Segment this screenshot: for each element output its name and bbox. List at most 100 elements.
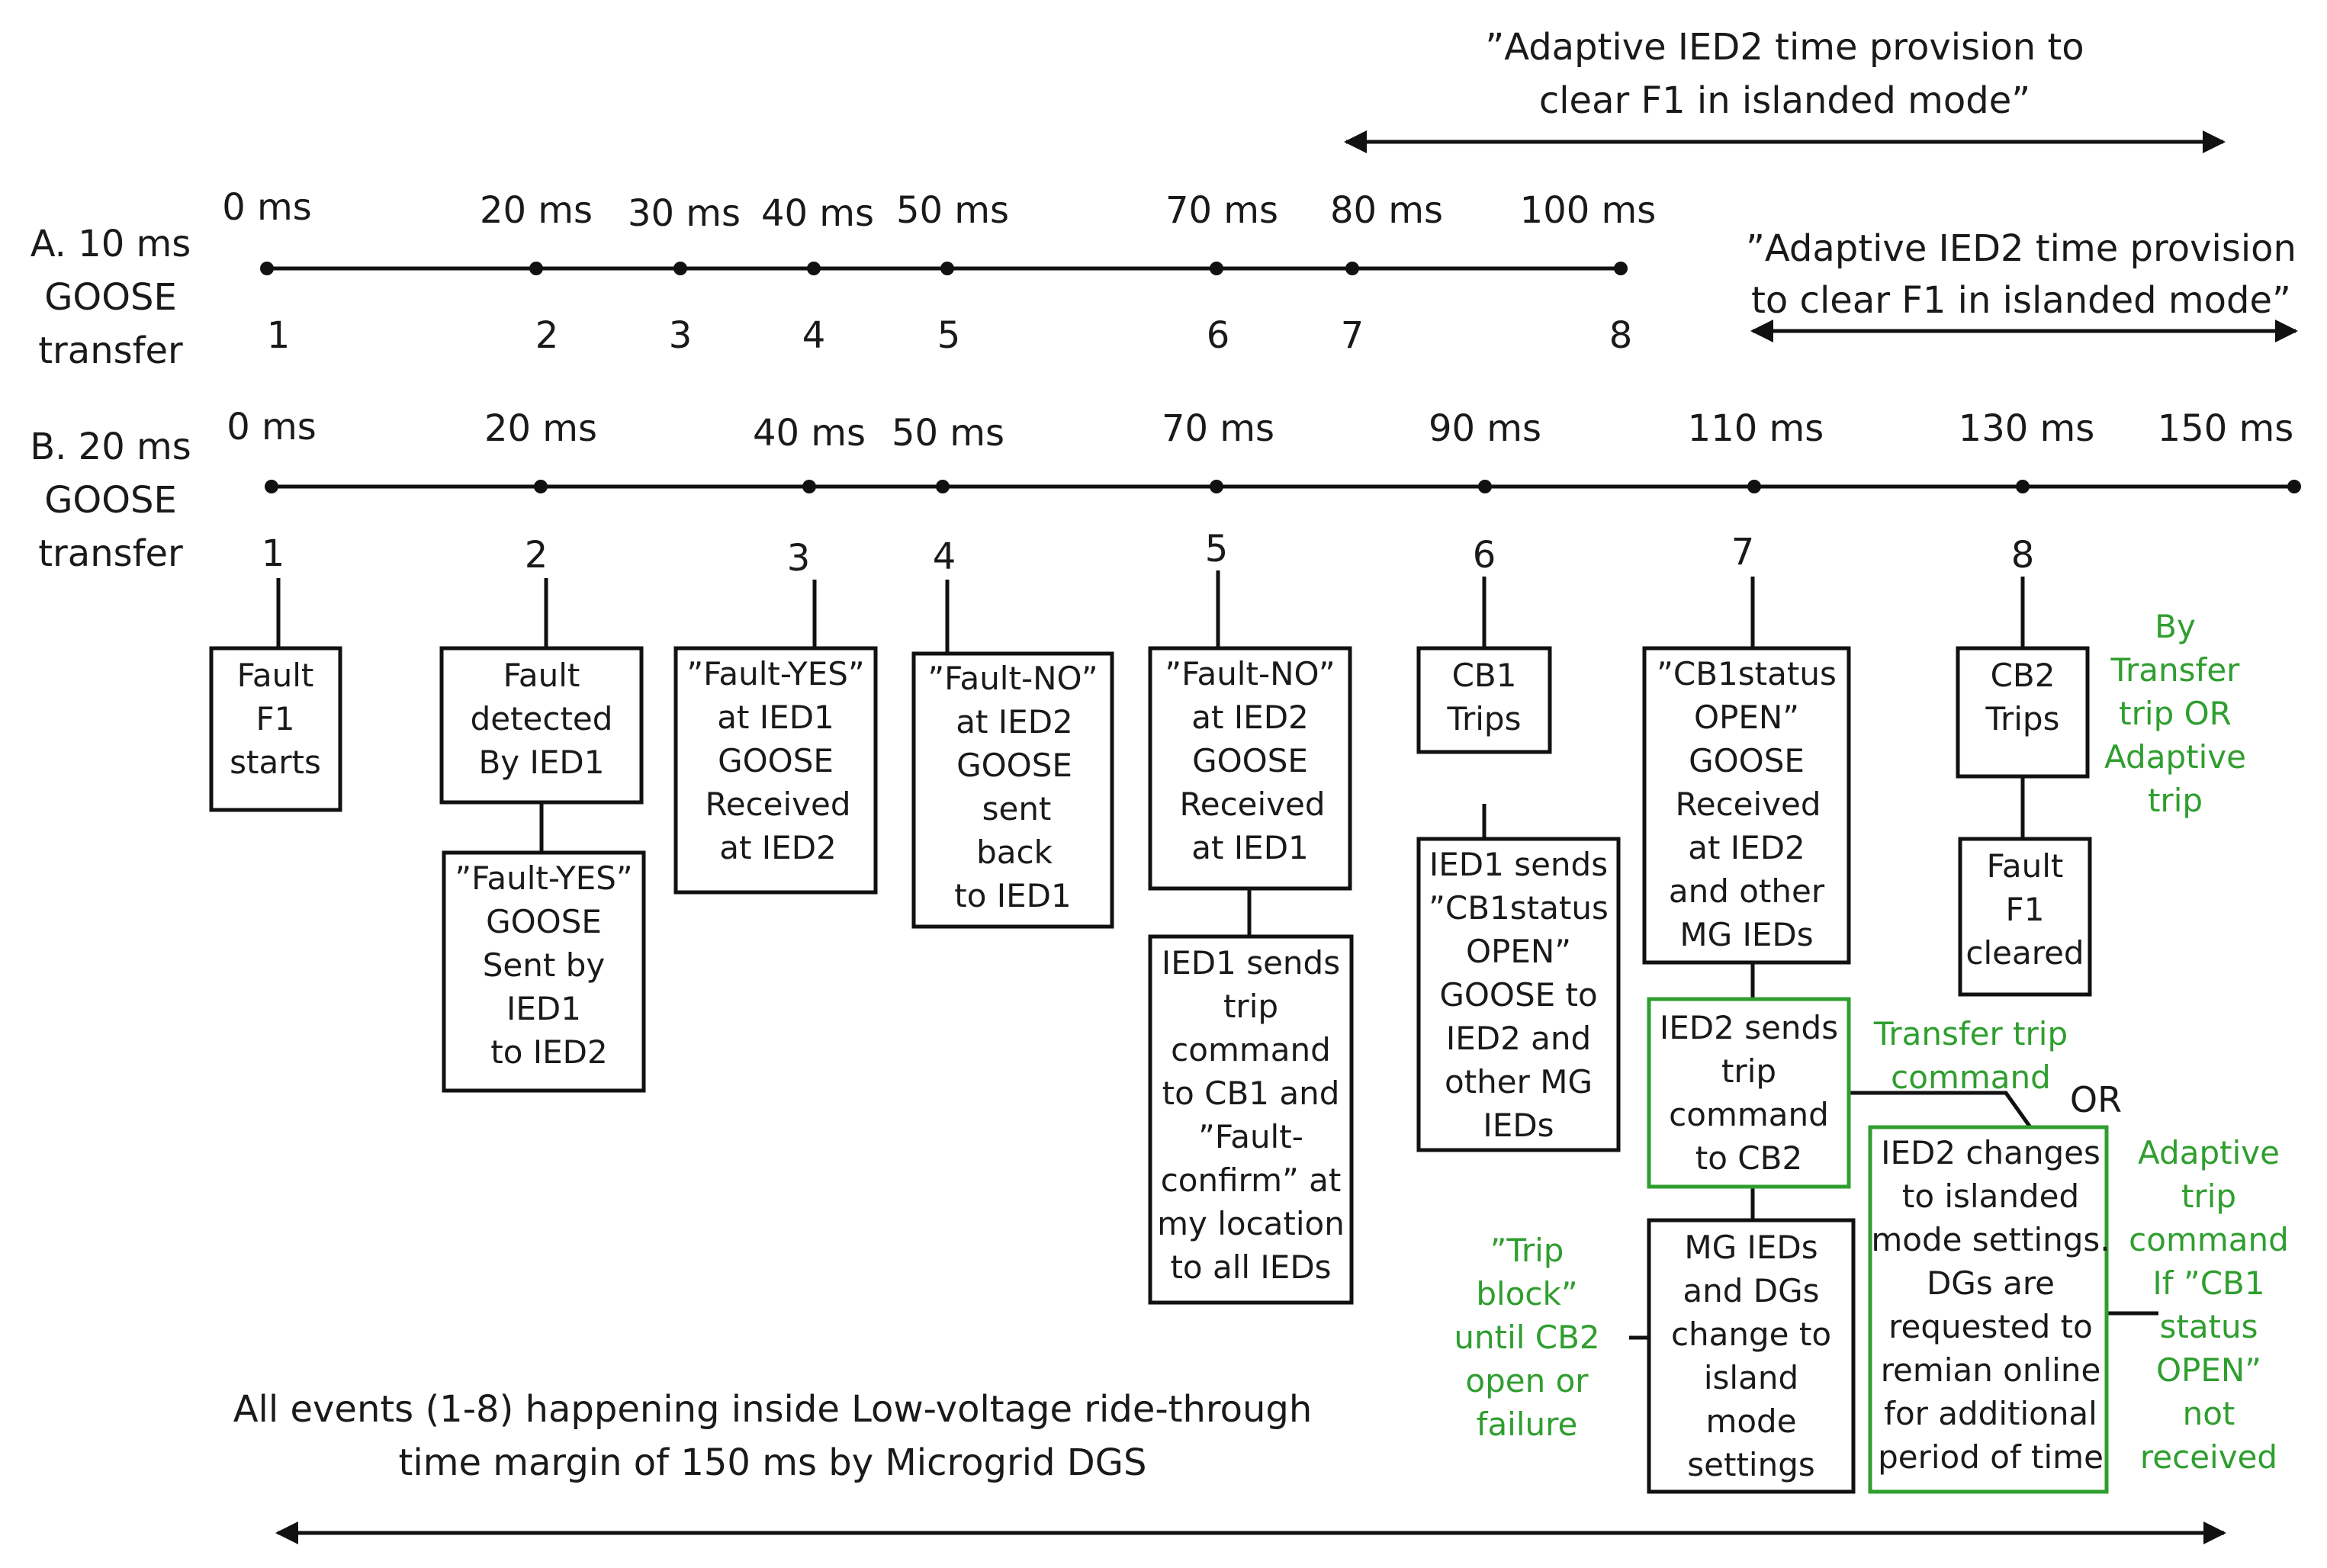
timeline-a-event: 4	[802, 314, 826, 357]
timeline-b-label-line-2: GOOSE	[44, 479, 177, 522]
note-line: By	[2155, 608, 2196, 645]
box-text-line: remian online	[1881, 1351, 2101, 1389]
note-line: status	[2159, 1308, 2258, 1345]
timeline-a-event: 6	[1207, 314, 1230, 357]
timeline-b-points	[265, 480, 2301, 493]
box-text-line: to IED2	[490, 1033, 608, 1071]
box-text-line: sent	[982, 790, 1052, 827]
note-line: ”Trip	[1490, 1232, 1564, 1269]
timeline-b-time: 130 ms	[1959, 407, 2095, 450]
box-text-line: Trips	[1985, 700, 2060, 737]
timeline-b-time: 90 ms	[1429, 407, 1541, 450]
box-text-line: MG IEDs	[1684, 1229, 1818, 1266]
connector	[1849, 1091, 2033, 1129]
timeline-b-time: 50 ms	[892, 412, 1004, 455]
box-text-line: GOOSE	[1192, 742, 1308, 779]
timeline-b-time: 150 ms	[2158, 407, 2294, 450]
timeline-a-label-line-3: transfer	[38, 329, 183, 372]
box-text-line: mode	[1705, 1403, 1796, 1440]
timeline-a-time: 50 ms	[896, 189, 1009, 232]
box-text-line: at IED1	[717, 699, 834, 736]
note-adaptive-trip-command: Adaptive trip command If ”CB1 status OPE…	[2129, 1134, 2289, 1476]
box-fault-no-sent-back: ”Fault-NO” at IED2 GOOSE sent back to IE…	[911, 651, 1114, 929]
note-line: Transfer	[2110, 651, 2241, 689]
box-text-line: By IED1	[478, 744, 604, 781]
note-line: until CB2	[1454, 1319, 1599, 1356]
box-text-line: MG IEDs	[1679, 916, 1813, 953]
box-ied2-trip-cb2: IED2 sends trip command to CB2	[1647, 997, 1851, 1189]
box-text-line: DGs are	[1927, 1264, 2055, 1302]
box-text-line: Received	[705, 786, 850, 823]
box-text-line: and other	[1669, 872, 1825, 910]
box-text-line: OPEN”	[1466, 933, 1571, 970]
timeline-a-time: 20 ms	[480, 189, 593, 232]
box-text-line: command	[1171, 1031, 1331, 1068]
box-fault-f1-starts: Fault F1 starts	[209, 646, 342, 812]
box-text-line: my location	[1157, 1205, 1345, 1242]
box-text-line: to all IEDs	[1170, 1248, 1331, 1286]
bottom-note-line-1: All events (1-8) happening inside Low-vo…	[233, 1388, 1313, 1431]
box-text-line: Received	[1675, 786, 1821, 823]
timeline-b-events: 1 2 3 4 5 6 7 8	[262, 528, 2035, 580]
box-text-line: trip	[1223, 988, 1278, 1025]
box-text-line: CB1	[1452, 657, 1517, 694]
box-text-line: confirm” at	[1161, 1162, 1342, 1199]
box-text-line: OPEN”	[1694, 699, 1799, 736]
note-line: trip	[2148, 782, 2203, 819]
box-text-line: IED2 sends	[1660, 1009, 1838, 1046]
note-line: trip OR	[2119, 695, 2232, 732]
timeline-a-time: 40 ms	[761, 192, 874, 235]
box-text-line: IED2 and	[1446, 1020, 1591, 1057]
timeline-b-point	[1478, 480, 1492, 493]
connectors	[276, 570, 2158, 1340]
box-text-line: to CB1 and	[1162, 1075, 1340, 1112]
box-text-line: IEDs	[1483, 1107, 1554, 1144]
box-text-line: at IED2	[1688, 829, 1805, 866]
box-text-line: GOOSE to	[1439, 976, 1597, 1014]
box-mg-ieds-island-mode: MG IEDs and DGs change to island mode se…	[1647, 1218, 1856, 1494]
note-line: block”	[1476, 1275, 1577, 1313]
mid-note-line-1: ”Adaptive IED2 time provision	[1746, 227, 2296, 270]
box-text-line: change to	[1671, 1316, 1831, 1353]
box-text-line: requested to	[1888, 1308, 2093, 1345]
box-text-line: trip	[1721, 1052, 1776, 1090]
timeline-a-time: 0 ms	[222, 186, 312, 229]
box-text-line: at IED2	[1191, 699, 1309, 736]
box-text-line: Trips	[1447, 700, 1522, 737]
box-text-line: IED1 sends	[1162, 944, 1340, 982]
note-line: If ”CB1	[2152, 1264, 2264, 1302]
note-transfer-trip-command: Transfer trip command	[1873, 1015, 2068, 1096]
box-text-line: GOOSE	[1689, 742, 1805, 779]
mid-note-line-2: to clear F1 in islanded mode”	[1751, 279, 2291, 322]
timeline-a-point	[807, 262, 821, 275]
box-text-line: ”Fault-NO”	[927, 660, 1098, 697]
note-by-transfer-trip: By Transfer trip OR Adaptive trip	[2104, 608, 2246, 819]
note-line: open or	[1465, 1362, 1589, 1399]
timeline-a-time: 30 ms	[628, 192, 741, 235]
box-fault-yes-received: ”Fault-YES” at IED1 GOOSE Received at IE…	[673, 646, 878, 895]
timeline-b-event: 5	[1205, 528, 1229, 570]
timeline-a-label-line-2: GOOSE	[44, 276, 177, 319]
box-text-line: IED1	[506, 990, 581, 1027]
timeline-b-point	[534, 480, 548, 493]
box-text-line: Fault	[1987, 847, 2064, 885]
timeline-a-point	[673, 262, 687, 275]
timeline-b-point	[1747, 480, 1761, 493]
timeline-b-event: 3	[787, 537, 811, 580]
box-ied1-cb1status-goose: IED1 sends ”CB1status OPEN” GOOSE to IED…	[1416, 837, 1621, 1152]
timeline-b-time: 0 ms	[227, 406, 317, 448]
box-ied1-trip-command: IED1 sends trip command to CB1 and ”Faul…	[1148, 934, 1354, 1305]
box-text-line: starts	[230, 744, 321, 781]
timeline-a-points	[260, 262, 1628, 275]
note-line: received	[2140, 1438, 2277, 1476]
box-text-line: GOOSE	[486, 903, 602, 940]
box-fault-yes-sent: ”Fault-YES” GOOSE Sent by IED1 to IED2	[442, 850, 646, 1093]
timeline-a-point	[1614, 262, 1628, 275]
box-text-line: back	[976, 834, 1053, 871]
timeline-b-event: 8	[2011, 534, 2035, 577]
top-note-line-2: clear F1 in islanded mode”	[1539, 79, 2030, 122]
timeline-b-label-line-1: B. 20 ms	[30, 426, 191, 468]
timeline-a-time: 80 ms	[1330, 189, 1443, 232]
